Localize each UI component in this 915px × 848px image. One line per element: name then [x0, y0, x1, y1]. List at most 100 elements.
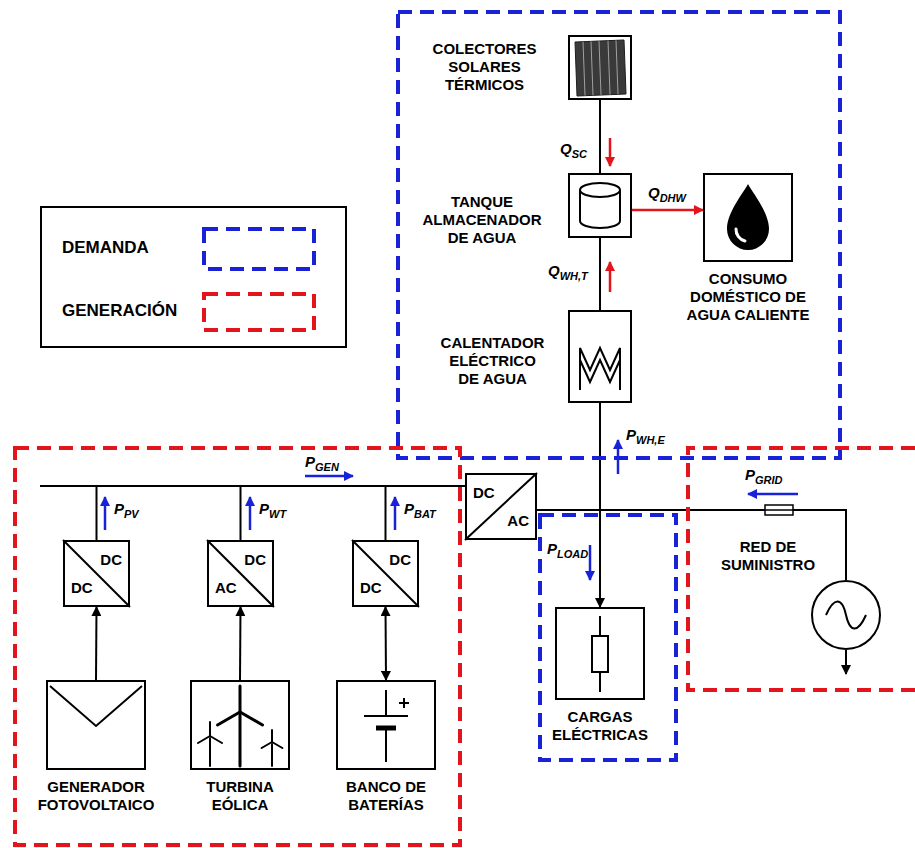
- turbine-blade: [240, 712, 263, 725]
- drop-highlight: [736, 229, 745, 241]
- solar-panel-picture: [575, 40, 626, 96]
- battery-bank-box: BANCO DE BATERÍAS: [336, 680, 436, 770]
- power-line: [385, 607, 388, 680]
- power-line: [241, 486, 466, 540]
- turbine-blade: [218, 712, 241, 725]
- battery-symbol: [364, 690, 409, 762]
- flow-symbol: PPV: [114, 500, 139, 521]
- turbine-blade: [271, 730, 273, 742]
- node-label: TURBINA EÓLICA: [185, 778, 295, 814]
- resistor-lead: [599, 616, 601, 636]
- flow-symbol: PLOAD: [547, 540, 588, 561]
- hot-water-use-box: CONSUMO DOMÉSTICO DE AGUA CALIENTE: [703, 173, 793, 262]
- grid-source-circle: RED DE SUMINISTRO: [811, 580, 881, 650]
- power-line: [537, 403, 600, 510]
- legend-frame: [41, 207, 346, 347]
- port-label: AC: [215, 580, 237, 595]
- wind-turbine-icon: [198, 686, 282, 766]
- tank-symbol: [580, 183, 620, 197]
- resistor-symbol: [592, 636, 608, 672]
- port-label: DC: [389, 552, 411, 567]
- power-line: [97, 486, 466, 540]
- demand-region: [398, 12, 840, 458]
- flow-symbol: PGEN: [305, 453, 339, 474]
- node-label: BANCO DE BATERÍAS: [331, 778, 441, 814]
- port-label: DC: [244, 552, 266, 567]
- plus-sign: [403, 698, 405, 708]
- node-label: RED DE SUMINISTRO: [713, 538, 823, 574]
- resistor-lead: [599, 672, 601, 692]
- symbol-subscript: SC: [572, 148, 587, 160]
- power-line: [537, 510, 846, 580]
- circle-outline: [812, 581, 880, 649]
- power-flow-arrow: [394, 497, 397, 530]
- heating-element-symbol: [580, 360, 620, 382]
- converter-diagonal: [207, 540, 274, 607]
- power-line: [386, 486, 466, 540]
- node-label: CARGAS ELÉCTRICAS: [545, 708, 655, 744]
- converter-box: DC AC: [207, 540, 274, 607]
- power-flow-arrow: [104, 497, 107, 530]
- solar-collector-box: COLECTORES SOLARES TÉRMICOS: [568, 35, 632, 100]
- heat-flow-arrow: [609, 138, 612, 166]
- panel-tube: [616, 40, 618, 94]
- fuse-symbol: [765, 505, 793, 515]
- power-line: [239, 607, 242, 680]
- heat-flow-arrow: [632, 209, 703, 212]
- power-line: [599, 100, 601, 173]
- heating-element-symbol: [580, 348, 620, 390]
- symbol-subscript: WH,E: [636, 434, 665, 446]
- panel-tubes: [583, 40, 618, 95]
- battery-plate: [364, 715, 408, 717]
- turbine-tower: [209, 738, 211, 766]
- power-line: [95, 607, 98, 680]
- sine-symbol: [826, 602, 866, 629]
- converter-diagonal: [63, 540, 130, 607]
- water-heater-box: CALENTADOR ELÉCTRICO DE AGUA: [568, 310, 632, 403]
- flow-symbol: PWT: [259, 500, 286, 521]
- legend-sample: [204, 229, 314, 269]
- symbol-letter: Q: [560, 140, 572, 157]
- symbol-letter: P: [626, 426, 636, 443]
- panel-tube: [591, 41, 593, 95]
- ground-arrow: [845, 650, 847, 674]
- symbol-letter: P: [259, 500, 269, 517]
- symbol-subscript: BAT: [414, 508, 436, 520]
- symbol-subscript: DHW: [660, 192, 686, 204]
- turbine-blade: [210, 736, 222, 743]
- converter-diagonal: [465, 473, 537, 540]
- flow-symbol: QSC: [560, 140, 587, 161]
- legend-sample: [204, 294, 314, 330]
- flow-symbol: PGRID: [745, 466, 783, 487]
- turbine-blade: [198, 736, 210, 743]
- pv-generator-box: GENERADOR FOTOVOLTAICO: [46, 680, 146, 770]
- converter-box: DC DC: [63, 540, 130, 607]
- generation-region: [15, 448, 460, 845]
- flow-symbol: PBAT: [404, 500, 436, 521]
- converter-box: DC DC: [352, 540, 419, 607]
- power-flow-arrow: [748, 493, 798, 496]
- flow-symbol: PWH,E: [626, 426, 665, 447]
- turbine-blade: [262, 742, 272, 748]
- turbine-blade: [209, 722, 211, 736]
- flow-symbol: QDHW: [648, 184, 686, 205]
- flow-symbol: QWH,T: [548, 262, 588, 283]
- heat-flow-arrow: [609, 262, 612, 292]
- dc-bus-stub: [40, 485, 97, 487]
- symbol-subscript: GEN: [315, 461, 339, 473]
- power-line: [599, 238, 601, 310]
- electric-load-box: CARGAS ELÉCTRICAS: [555, 607, 645, 700]
- symbol-letter: P: [745, 466, 755, 483]
- panel-tube: [583, 42, 585, 96]
- symbol-letter: P: [547, 540, 557, 557]
- node-label: GENERADOR FOTOVOLTAICO: [29, 778, 164, 814]
- port-label: DC: [71, 580, 93, 595]
- water-drop-icon: [727, 184, 769, 250]
- port-label: DC: [100, 552, 122, 567]
- node-label: CONSUMO DOMÉSTICO DE AGUA CALIENTE: [681, 270, 816, 324]
- port-label: DC: [360, 580, 382, 595]
- symbol-subscript: WH,T: [560, 270, 588, 282]
